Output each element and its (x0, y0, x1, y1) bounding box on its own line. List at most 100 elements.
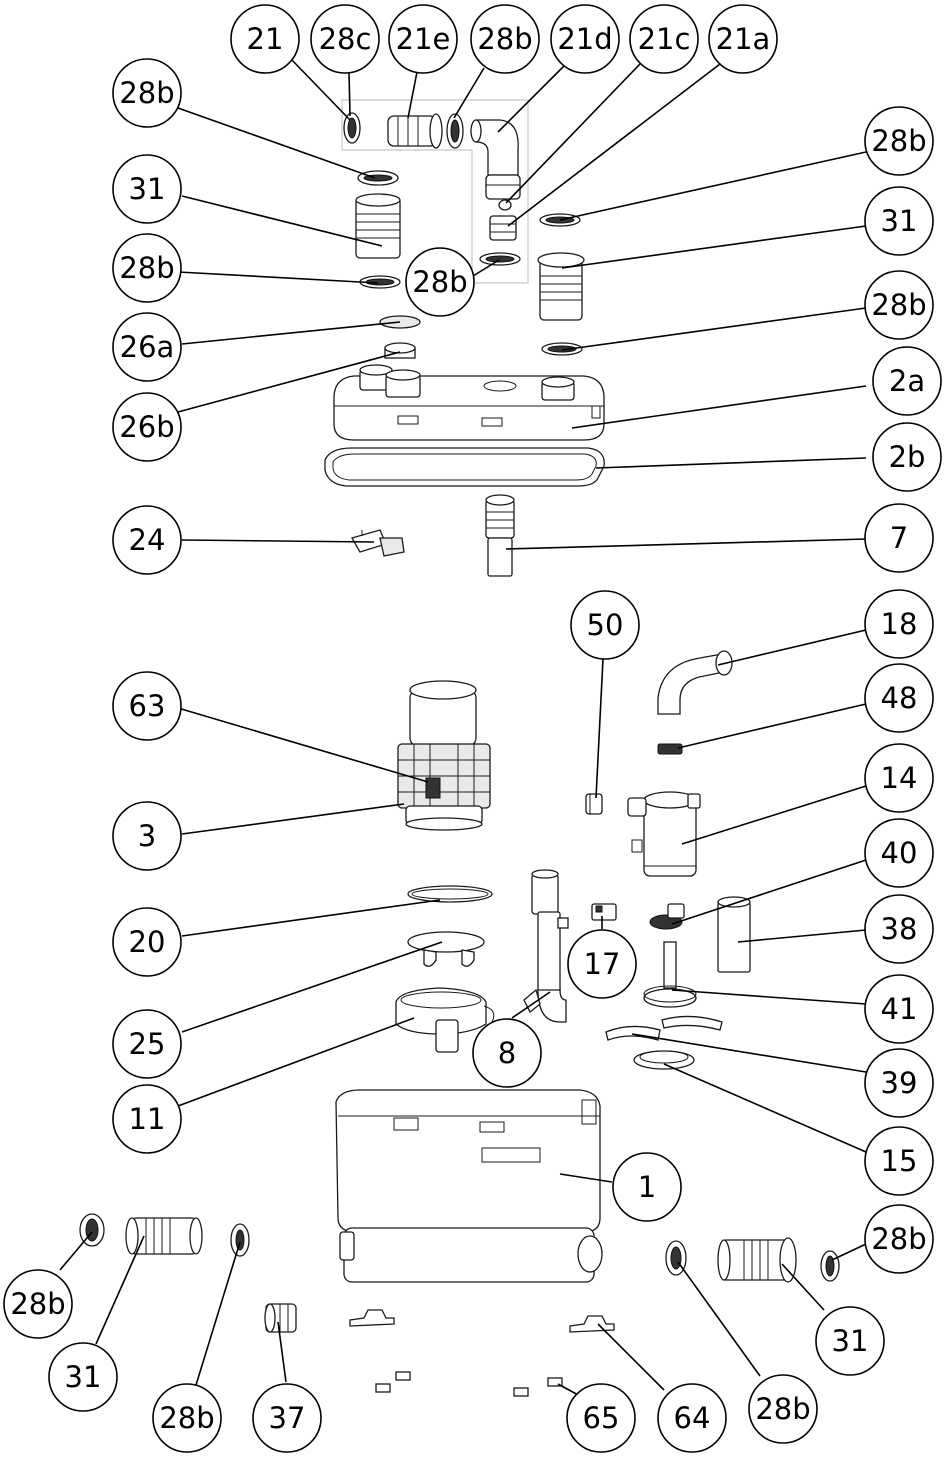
callout-label: 2b (889, 440, 926, 474)
callout-label: 41 (881, 992, 918, 1026)
callout-31: 31 (815, 1306, 885, 1376)
callout-label: 20 (129, 925, 166, 959)
callout-1: 1 (612, 1152, 682, 1222)
leader-21 (289, 57, 351, 121)
part-40-spring (649, 903, 685, 930)
callout-28b: 28b (470, 4, 540, 74)
leader-26b (177, 351, 401, 413)
callout-28b: 28b (152, 1383, 222, 1453)
callout-2b: 2b (872, 422, 942, 492)
callout-label: 2a (889, 364, 925, 398)
leader-28b-br (831, 1243, 867, 1261)
part-28b-clamp-top (446, 113, 464, 149)
leader-31-ul (181, 195, 383, 247)
leader-11 (177, 1017, 415, 1107)
callout-label: 64 (674, 1401, 711, 1435)
callout-label: 48 (881, 681, 918, 715)
callout-11: 11 (112, 1084, 182, 1154)
callout-label: 7 (890, 521, 908, 555)
leader-39 (631, 1033, 867, 1073)
callout-21a: 21a (708, 4, 778, 74)
callout-38: 38 (864, 894, 934, 964)
part-48-clip (657, 743, 683, 755)
callout-31: 31 (112, 154, 182, 224)
part-39-ring-halves (605, 1015, 723, 1041)
callout-28b: 28b (112, 233, 182, 303)
leader-21e (407, 71, 418, 119)
part-28b-clamp-valve (479, 252, 521, 266)
part-50-clip (585, 793, 603, 815)
callout-41: 41 (864, 974, 934, 1044)
part-15-seal-ring (633, 1050, 695, 1070)
callout-63: 63 (112, 671, 182, 741)
part-2b-gasket (324, 447, 605, 487)
callout-bubbles: 21 28c 21e 28b 21d 21c 21a 28b 31 28b 28… (3, 4, 942, 1453)
part-28c-clamp (343, 112, 361, 144)
callout-28b: 28b (864, 1204, 934, 1274)
leader-28b-br2 (677, 1261, 761, 1377)
leader-28b-mid (472, 259, 500, 277)
part-8-standpipe (523, 869, 569, 1023)
callout-3: 3 (112, 801, 182, 871)
callout-39: 39 (864, 1048, 934, 1118)
part-31-hose-bl (125, 1217, 203, 1255)
callout-65: 65 (566, 1383, 636, 1453)
callout-label: 21a (716, 22, 771, 56)
callout-label: 31 (65, 1360, 102, 1394)
callout-label: 28b (119, 76, 174, 110)
leader-37 (277, 1321, 287, 1383)
leader-48 (677, 703, 867, 749)
part-31-hose-ul (355, 193, 401, 259)
leader-7 (505, 538, 867, 550)
callout-label: 28b (10, 1287, 65, 1321)
leader-21d (497, 64, 566, 133)
callout-20: 20 (112, 907, 182, 977)
leader-8 (511, 991, 551, 1019)
callout-label: 31 (832, 1324, 869, 1358)
callout-label: 40 (881, 836, 918, 870)
callout-7: 7 (864, 503, 934, 573)
leader-41 (671, 989, 867, 1005)
callout-24: 24 (112, 505, 182, 575)
callout-28b: 28b (405, 247, 475, 317)
callout-8: 8 (472, 1018, 542, 1088)
callout-label: 31 (129, 172, 166, 206)
callout-26b: 26b (112, 392, 182, 462)
callout-label: 21 (247, 22, 284, 56)
part-21d-elbow (470, 119, 521, 200)
leader-lines (59, 57, 867, 1397)
part-64-bracket-left (349, 1309, 395, 1327)
leader-26a (181, 321, 401, 345)
callout-21: 21 (230, 4, 300, 74)
callout-15: 15 (864, 1126, 934, 1196)
part-28b-clamp-bl2 (230, 1223, 250, 1257)
callout-label: 3 (138, 819, 156, 853)
leader-28c (348, 71, 351, 117)
leader-20 (181, 899, 441, 937)
leader-21a (507, 63, 721, 227)
part-21e-connector (387, 113, 443, 149)
callout-label: 28b (119, 251, 174, 285)
callout-label: 28b (755, 1392, 810, 1426)
callout-31: 31 (864, 186, 934, 256)
leader-1 (559, 1173, 613, 1183)
part-11-housing (395, 987, 495, 1053)
callout-17: 17 (567, 929, 637, 999)
callout-31: 31 (48, 1342, 118, 1412)
callout-label: 37 (269, 1401, 306, 1435)
leader-28b-ul (177, 107, 376, 179)
part-28b-clamp-br (820, 1250, 840, 1282)
part-28b-clamp-ur2 (541, 342, 583, 356)
leader-21c (505, 63, 641, 204)
callout-label: 39 (881, 1066, 918, 1100)
callout-25: 25 (112, 1009, 182, 1079)
part-20-o-ring (407, 885, 493, 903)
callout-label: 18 (881, 607, 918, 641)
callout-label: 28b (159, 1401, 214, 1435)
callout-label: 26b (119, 410, 174, 444)
callout-50: 50 (570, 590, 640, 660)
part-3-motor-pump (397, 680, 491, 831)
leader-31-ur (561, 225, 867, 269)
